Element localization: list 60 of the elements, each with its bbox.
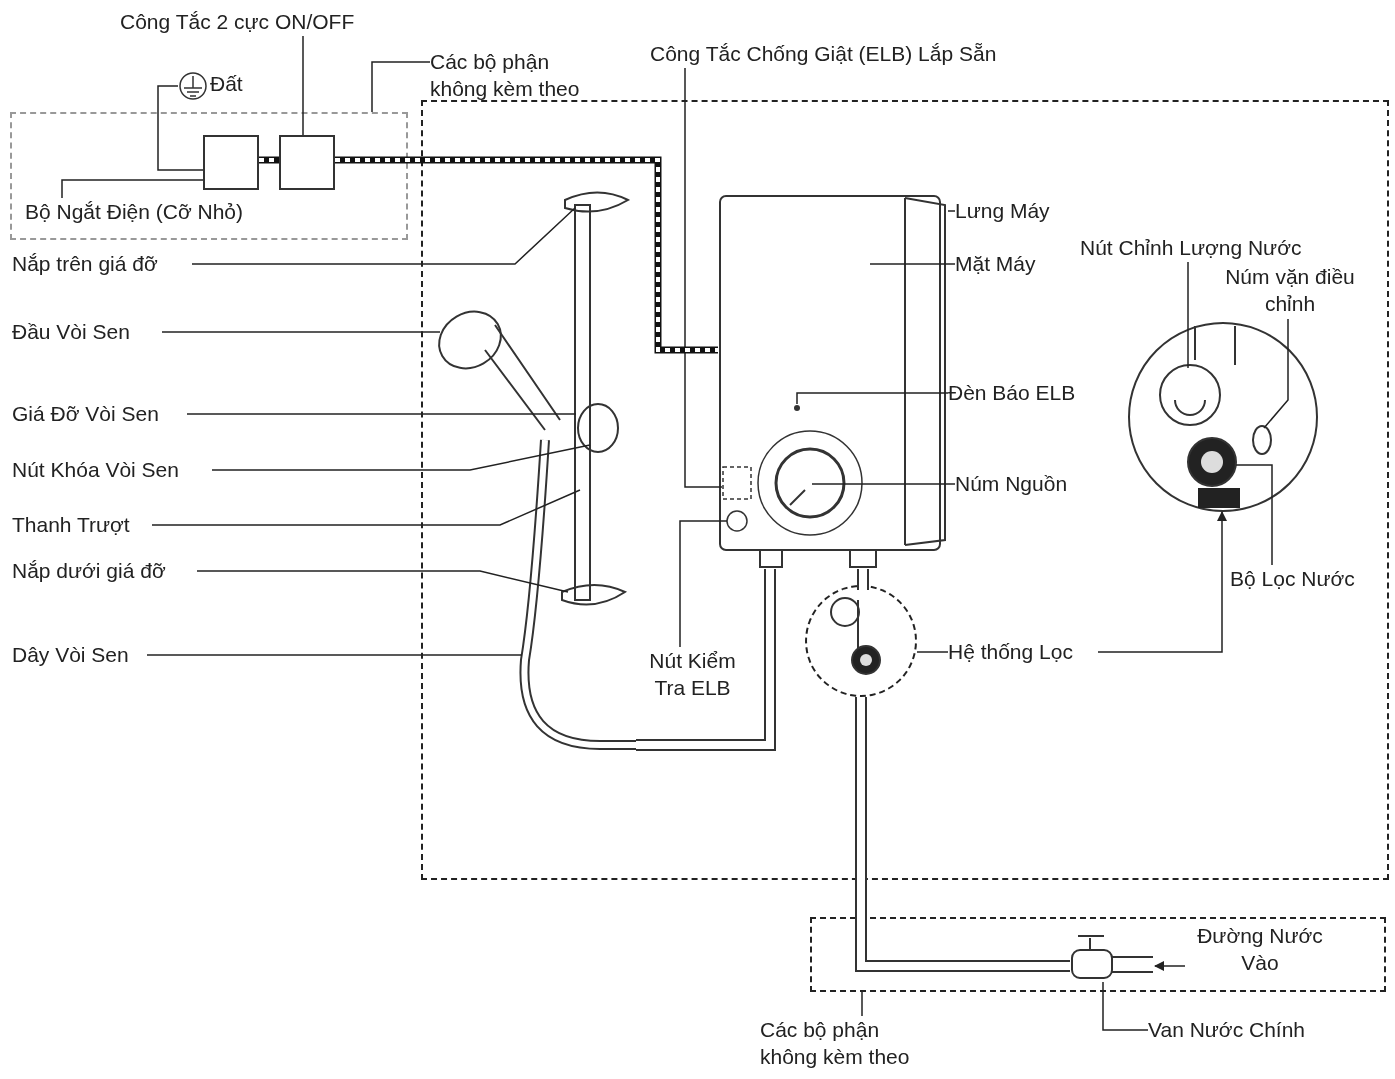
- part-label: Hệ thống Lọc: [948, 638, 1098, 666]
- power-cable: [335, 156, 718, 354]
- dashed-frame: [810, 917, 1386, 992]
- leader-line: [679, 520, 728, 648]
- leader-line: [211, 444, 591, 471]
- leader-line: [371, 61, 431, 113]
- part-label: Núm Nguồn: [955, 470, 1085, 498]
- leader-line: [161, 331, 441, 333]
- part-label: Đèn Báo ELB: [948, 379, 1098, 407]
- part-label: Mặt Máy: [955, 250, 1055, 278]
- leader-line: [61, 179, 204, 199]
- leader-line: [186, 413, 577, 415]
- dashed-frame: [10, 112, 408, 240]
- water-pipe: [857, 569, 869, 590]
- leader-line: [1102, 981, 1149, 1031]
- part-label: Thanh Trượt: [12, 511, 152, 539]
- part-label: Bộ Ngắt Điện (Cỡ Nhỏ): [25, 198, 285, 226]
- leader-line: [916, 651, 949, 653]
- switch-box: [203, 135, 259, 190]
- part-label: Nắp trên giá đỡ: [12, 250, 192, 278]
- leader-line: [947, 210, 956, 212]
- part-label: Đầu Vòi Sen: [12, 318, 162, 346]
- leader-line: [869, 263, 956, 265]
- part-label: Dây Vòi Sen: [12, 641, 147, 669]
- leader-line: [196, 570, 569, 593]
- arrow: [1097, 511, 1227, 653]
- leader-line: [191, 207, 576, 265]
- dashed-frame: [421, 100, 1389, 880]
- part-label: Bộ Lọc Nước: [1230, 565, 1380, 593]
- power-cable: [259, 156, 279, 164]
- part-label: Núm vặn điều chỉnh: [1210, 263, 1370, 319]
- arrow: [1154, 961, 1186, 971]
- part-label: Nút Khóa Vòi Sen: [12, 456, 212, 484]
- leader-line: [861, 991, 863, 1017]
- leader-line: [1263, 318, 1289, 429]
- part-label: Giá Đỡ Vòi Sen: [12, 400, 187, 428]
- leader-line: [811, 483, 956, 485]
- water-pipe: [636, 569, 776, 751]
- part-label: Công Tắc 2 cực ON/OFF: [120, 8, 400, 36]
- part-label: Lưng Máy: [955, 197, 1065, 225]
- part-label: Nút Chỉnh Lượng Nước: [1080, 234, 1340, 262]
- part-label: Nắp dưới giá đỡ: [12, 557, 197, 585]
- water-pipe: [855, 697, 1070, 972]
- leader-line: [302, 35, 304, 136]
- leader-line: [684, 67, 723, 488]
- leader-line: [796, 392, 949, 405]
- leader-line: [146, 654, 523, 656]
- part-label: Van Nước Chính: [1148, 1016, 1338, 1044]
- part-label: Các bộ phận không kèm theo: [430, 48, 590, 104]
- leader-line: [1235, 464, 1273, 566]
- leader-line: [151, 489, 581, 526]
- water-heater-drawing: [718, 194, 948, 569]
- part-label: Các bộ phận không kèm theo: [760, 1016, 930, 1072]
- part-label: Đường Nước Vào: [1185, 922, 1335, 978]
- switch-box: [279, 135, 335, 190]
- part-label: Đất: [210, 71, 243, 97]
- part-label: Công Tắc Chống Giật (ELB) Lắp Sẵn: [650, 40, 1050, 68]
- leader-line: [1187, 261, 1189, 369]
- leader-line: [157, 85, 204, 171]
- part-label: Nút Kiểm Tra ELB: [640, 647, 745, 703]
